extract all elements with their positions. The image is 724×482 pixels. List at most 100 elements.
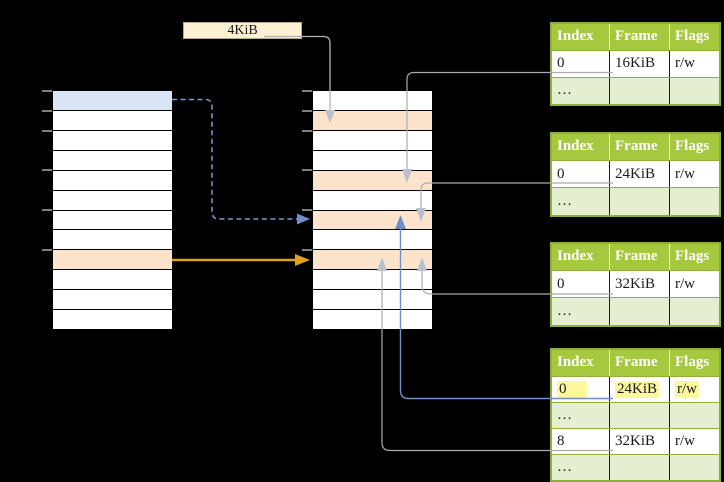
tick-mark-icon bbox=[302, 169, 312, 171]
virtual-memory-column bbox=[52, 90, 173, 330]
memory-row bbox=[313, 91, 432, 110]
tick-mark-icon bbox=[42, 110, 52, 112]
frame-table-header-cell: Frame bbox=[609, 243, 669, 270]
memory-row bbox=[53, 169, 172, 190]
frame-table-row: … bbox=[552, 76, 719, 104]
dashed-arrow-virtual-page-icon bbox=[172, 98, 310, 225]
memory-row bbox=[53, 189, 172, 210]
frame-table-cell: r/w bbox=[669, 428, 719, 454]
frame-table-cell: r/w bbox=[669, 161, 719, 188]
frame-table-cell: … bbox=[557, 302, 572, 319]
frame-table-cell bbox=[609, 188, 669, 215]
frame-table-cell bbox=[669, 188, 719, 215]
memory-row bbox=[313, 109, 432, 130]
memory-row bbox=[313, 169, 432, 190]
tick-mark-icon bbox=[42, 90, 52, 92]
memory-row bbox=[313, 189, 432, 210]
frame-table-header-cell: Flags bbox=[669, 349, 719, 376]
frame-table-cell: r/w bbox=[669, 51, 719, 77]
frame-table-cell: … bbox=[557, 458, 572, 475]
frame-table-cell: 8 bbox=[557, 432, 565, 449]
frame-table-row: … bbox=[552, 187, 719, 215]
tick-mark-icon bbox=[42, 249, 52, 251]
page-size-label-text: 4KiB bbox=[227, 22, 258, 38]
memory-row bbox=[53, 109, 172, 130]
frame-table-cell: 0 bbox=[557, 55, 565, 72]
memory-row bbox=[53, 149, 172, 170]
frame-table-header-cell: Frame bbox=[609, 133, 669, 160]
memory-row bbox=[53, 129, 172, 150]
frame-table-cell: 24KiB bbox=[609, 161, 669, 188]
tick-mark-icon bbox=[302, 130, 312, 132]
memory-row bbox=[313, 249, 432, 270]
frame-table-row: … bbox=[552, 297, 719, 325]
frame-table-header-cell: Flags bbox=[669, 243, 719, 270]
frame-table-cell: 24KiB bbox=[609, 377, 669, 402]
tick-mark-icon bbox=[302, 110, 312, 112]
frame-table-row: 0 24KiB r/w bbox=[552, 376, 719, 402]
frame-table-cell: r/w bbox=[669, 377, 719, 402]
frame-table-cell: … bbox=[557, 192, 572, 209]
frame-table-header-cell: Index bbox=[557, 28, 594, 45]
frame-table-cell: … bbox=[557, 406, 572, 423]
tick-mark-icon bbox=[302, 249, 312, 251]
frame-table-cell bbox=[609, 454, 669, 480]
frame-table-header-cell: Index bbox=[557, 354, 594, 371]
frame-table-cell bbox=[669, 454, 719, 480]
frame-table-cell: 32KiB bbox=[609, 428, 669, 454]
memory-row bbox=[313, 229, 432, 250]
memory-row bbox=[53, 229, 172, 250]
frame-table-cell: … bbox=[557, 82, 572, 99]
frame-table-cell bbox=[669, 298, 719, 325]
frame-table-cell: 0 bbox=[557, 275, 565, 292]
frame-table-header-cell: Frame bbox=[609, 23, 669, 50]
memory-row bbox=[313, 129, 432, 150]
highlighted-value: 0 bbox=[557, 380, 587, 398]
frame-table-cell: 16KiB bbox=[609, 51, 669, 77]
frame-table-cell bbox=[669, 77, 719, 104]
frame-table-header-cell: Flags bbox=[669, 23, 719, 50]
highlighted-value: 24KiB bbox=[615, 380, 660, 398]
frame-table-cell: 0 bbox=[552, 377, 609, 402]
frame-table-cell: 32KiB bbox=[609, 271, 669, 298]
frame-table-row: … bbox=[552, 453, 719, 480]
frame-table-cell bbox=[609, 402, 669, 428]
memory-row bbox=[313, 209, 432, 230]
frame-table-header-cell: Index bbox=[557, 138, 594, 155]
physical-memory-column bbox=[312, 90, 433, 330]
memory-row bbox=[53, 309, 172, 330]
memory-row bbox=[53, 91, 172, 110]
page-size-label: 4KiB bbox=[183, 22, 302, 39]
frame-table-row: … bbox=[552, 401, 719, 428]
frame-table-cell: r/w bbox=[669, 271, 719, 298]
highlighted-value: r/w bbox=[675, 380, 699, 398]
memory-row bbox=[313, 269, 432, 290]
frame-table-cell bbox=[669, 402, 719, 428]
tick-mark-icon bbox=[302, 209, 312, 211]
memory-row bbox=[53, 289, 172, 310]
memory-row bbox=[53, 269, 172, 290]
frame-table-header-cell: Frame bbox=[609, 349, 669, 376]
tick-mark-icon bbox=[42, 130, 52, 132]
memory-row bbox=[313, 149, 432, 170]
memory-row bbox=[53, 249, 172, 270]
memory-row bbox=[313, 309, 432, 330]
tick-mark-icon bbox=[302, 90, 312, 92]
orange-arrow-frame-icon bbox=[172, 254, 310, 266]
tick-mark-icon bbox=[42, 209, 52, 211]
frame-table-cell bbox=[609, 298, 669, 325]
memory-row bbox=[313, 289, 432, 310]
